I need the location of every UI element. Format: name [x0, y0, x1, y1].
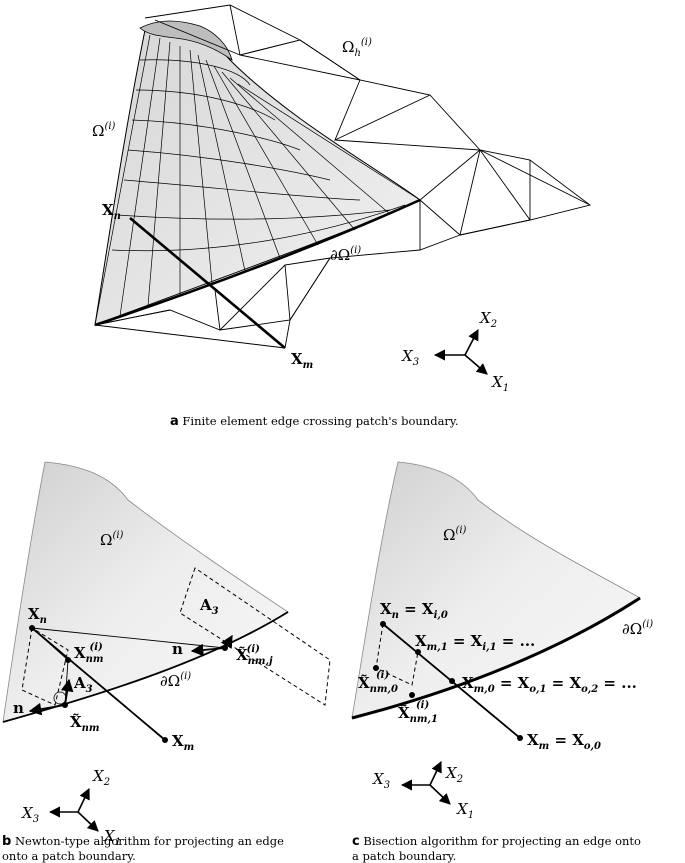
caption-c-line2: a patch boundary.	[352, 849, 457, 863]
caption-a-text: Finite element edge crossing patch's bou…	[178, 414, 459, 428]
axis-label-x1-c: X1	[456, 800, 474, 821]
label-boundary-a: ∂Ω(i)	[330, 245, 361, 264]
axes-triad-a	[433, 329, 488, 375]
patch-boundary-b	[2, 611, 289, 723]
caption-b: b Newton-type algorithm for projecting a…	[2, 834, 332, 863]
patch-boundary-a	[94, 198, 421, 327]
label-n-b1: n	[13, 699, 24, 717]
label-omega-b: Ω(i)	[100, 530, 124, 549]
label-a3-b1: A3	[73, 674, 93, 695]
mesh-line-a2	[284, 319, 291, 349]
label-xnm1-c: X̃nm,1(i)	[398, 700, 438, 725]
axis-label-x2-a: X2	[479, 309, 497, 330]
point-xnm1-c	[409, 692, 415, 698]
point-xn-c	[380, 621, 386, 627]
axis-label-x3-a: X3	[401, 347, 419, 368]
panel-a: Ωh(i) Ω(i) Xn ∂Ω(i) Xm X2 X3 X1	[92, 4, 592, 394]
point-xm0-c	[449, 678, 455, 684]
caption-c-letter: c	[352, 834, 360, 849]
panel-b: Ω(i) Xn Xnm(i) A3 A3 n n X̃nm X̃nm,j(i) …	[2, 461, 331, 848]
point-xm-b	[162, 737, 168, 743]
label-xnm-b: Xnm(i)	[74, 642, 104, 665]
point-xnm-b	[65, 657, 71, 663]
label-xm-b: Xm	[172, 732, 194, 753]
axes-triad-c	[400, 760, 451, 805]
axis-label-x2-c: X2	[445, 764, 463, 785]
label-n-b2: n	[172, 640, 183, 658]
patch-surface-b	[2, 461, 289, 723]
label-xn-a: Xn	[102, 201, 121, 222]
axis-label-x2-b: X2	[92, 767, 110, 788]
point-xnm0-c	[373, 665, 379, 671]
label-xm-a: Xm	[291, 350, 313, 371]
axis-label-x1-a: X1	[491, 373, 509, 394]
axes-triad-b	[48, 787, 99, 832]
caption-b-letter: b	[2, 834, 12, 849]
patch-mesh	[94, 34, 421, 326]
mesh-line-a1	[94, 324, 286, 349]
label-omega-c: Ω(i)	[443, 525, 467, 544]
axis-label-x3-c: X3	[372, 770, 390, 791]
bisection-dashed	[375, 623, 419, 686]
label-xm0-c: Xm,0 = Xo,1 = Xo,2 = ...	[462, 674, 637, 695]
point-xnmj-b	[222, 645, 228, 651]
caption-c: c Bisection algorithm for projecting an …	[352, 834, 682, 863]
patch-surface	[94, 26, 421, 326]
axis-label-x3-b: X3	[21, 804, 39, 825]
label-omega-h: Ωh(i)	[342, 37, 372, 59]
label-omega-a: Ω(i)	[92, 121, 116, 140]
panel-c: Ω(i) Xn = Xi,0 ∂Ω(i) Xm,1 = Xi,1 = ... X…	[351, 461, 653, 821]
label-boundary-c: ∂Ω(i)	[622, 619, 653, 638]
background-mesh	[94, 4, 592, 331]
caption-c-line1: Bisection algorithm for projecting an ed…	[359, 834, 641, 848]
label-xn-c: Xn = Xi,0	[380, 600, 448, 621]
label-boundary-b: ∂Ω(i)	[160, 671, 191, 690]
caption-b-line1: Newton-type algorithm for projecting an …	[11, 834, 284, 848]
caption-a-letter: a	[170, 414, 179, 429]
label-xn-b: Xn	[28, 605, 47, 626]
caption-a: a Finite element edge crossing patch's b…	[170, 414, 459, 429]
label-xm1-c: Xm,1 = Xi,1 = ...	[415, 632, 535, 653]
axis-label-x1-b: X1	[103, 827, 121, 848]
tangent-plane-dashed-1	[179, 567, 331, 706]
caption-b-line2: onto a patch boundary.	[2, 849, 136, 863]
label-a3-b2: A3	[199, 596, 219, 617]
point-xnm-tilde-b	[62, 702, 68, 708]
patch-boundary-c	[351, 596, 641, 720]
element-edge-a	[129, 217, 286, 349]
point-xn-b	[29, 625, 35, 631]
patch-fold	[139, 20, 233, 61]
point-xm-c	[517, 735, 523, 741]
point-xm1-c	[415, 649, 421, 655]
tangent-plane-dashed-2	[21, 627, 69, 706]
label-xnm0-c: X̃nm,0(i)	[358, 670, 398, 695]
label-xnm-tilde-b: X̃nm	[70, 713, 100, 734]
label-xm-c: Xm = Xo,0	[527, 731, 601, 752]
label-xnmj-tilde-b: X̃nm,j(i)	[236, 644, 273, 667]
